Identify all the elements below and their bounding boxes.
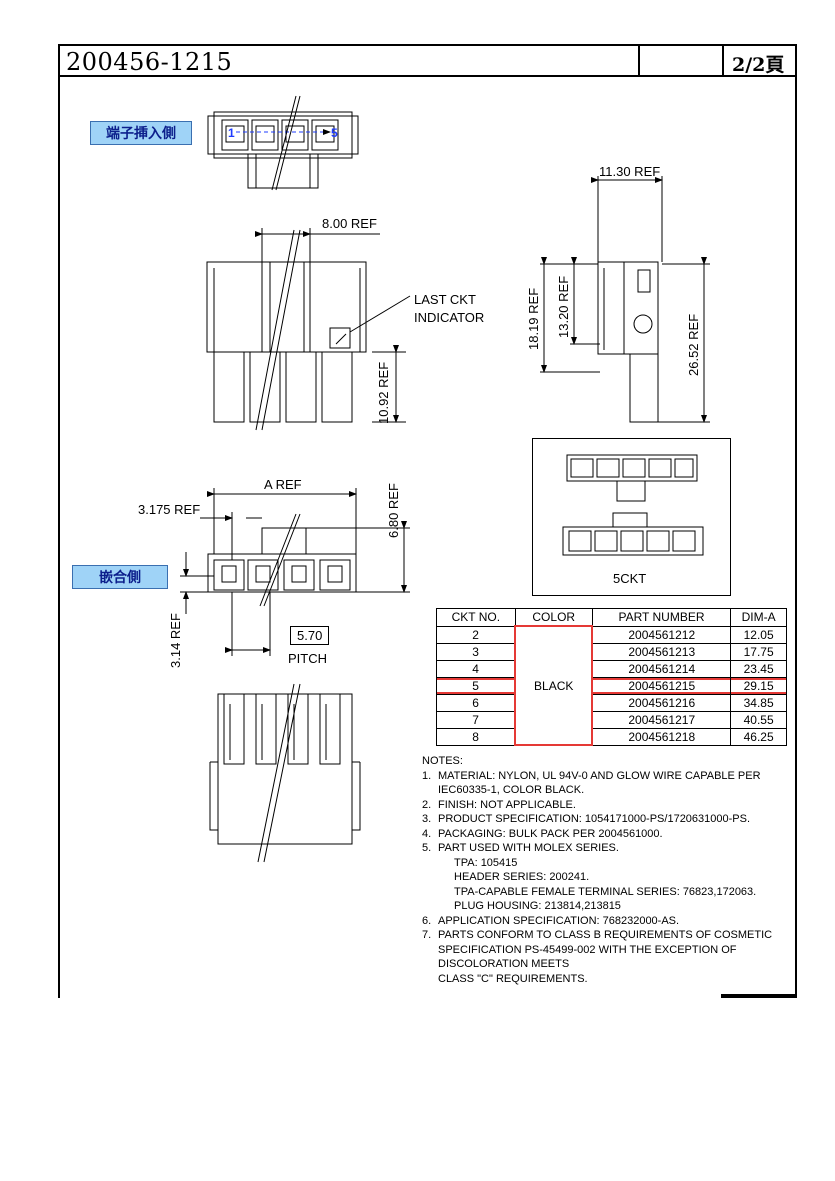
note-number: 2. (422, 798, 432, 811)
note-item: 4. PACKAGING: BULK PACK PER 2004561000. (422, 827, 794, 842)
dim-10-92: 10.92 REF (376, 361, 391, 424)
table-row: 4 2004561214 23.45 (436, 659, 787, 678)
cell-dim: 46.25 (730, 727, 787, 746)
cell-part: 2004561215 (591, 676, 732, 695)
frame-corner-bar (721, 994, 797, 998)
dim-18-19: 18.19 REF (526, 287, 541, 350)
cell-ckt: 6 (436, 693, 516, 712)
front-view (206, 228, 411, 431)
cell-ckt: 8 (436, 727, 516, 746)
side-view (540, 176, 710, 423)
note-number: 4. (422, 827, 432, 840)
cell-part: 2004561218 (591, 727, 732, 746)
note-item: 5. PART USED WITH MOLEX SERIES. (422, 841, 794, 856)
drawing-number: 200456-1215 (66, 48, 233, 76)
dim-6-80: 6.80 REF (386, 483, 401, 538)
note-subitem: HEADER SERIES: 200241. (454, 871, 590, 883)
cell-ckt: 5 (436, 676, 516, 695)
cell-dim: 23.45 (730, 659, 787, 678)
header-divider (722, 46, 724, 75)
mating-side-tag: 嵌合側 (72, 565, 168, 589)
dim-3-175: 3.175 REF (138, 502, 201, 517)
cell-ckt: 4 (436, 659, 516, 678)
dim-13-20: 13.20 REF (556, 275, 571, 338)
cell-dim: 40.55 (730, 710, 787, 729)
cell-ckt: 7 (436, 710, 516, 729)
dim-11-30: 11.30 REF (599, 164, 661, 179)
cell-part: 2004561213 (591, 642, 732, 661)
note-subitem: PLUG HOUSING: 213814,213815 (454, 900, 621, 912)
note-text: APPLICATION SPECIFICATION: 768232000-AS. (438, 914, 680, 927)
cell-dim: 17.75 (730, 642, 787, 661)
dim-26-52: 26.52 REF (686, 313, 701, 376)
note-number: 6. (422, 914, 432, 927)
cell-color: BLACK (514, 625, 594, 746)
circuit-index-last: 5 (331, 126, 338, 140)
note-number: 7. (422, 929, 432, 941)
note-subitem: TPA: 105415 (454, 856, 518, 869)
dim-3-14: 3.14 REF (168, 613, 183, 668)
note-subitem: TPA-CAPABLE FEMALE TERMINAL SERIES: 7682… (454, 885, 757, 898)
note-text: PARTS CONFORM TO CLASS B REQUIREMENTS OF… (438, 929, 773, 970)
cell-dim: 34.85 (730, 693, 787, 712)
note-number: 3. (422, 813, 432, 825)
bottom-view (209, 683, 361, 863)
dim-a-ref: A REF (264, 477, 302, 492)
cell-dim: 12.05 (730, 625, 787, 644)
note-text: CLASS "C" REQUIREMENTS. (438, 972, 588, 985)
col-part-number: PART NUMBER (591, 608, 732, 627)
col-color: COLOR (514, 608, 593, 627)
table-row: 7 2004561217 40.55 (436, 710, 787, 729)
pitch-value: 5.70 (290, 626, 330, 645)
title-block: 200456-1215 2/2頁 (58, 44, 797, 77)
note-text: PACKAGING: BULK PACK PER 2004561000. (438, 827, 663, 840)
table-row: 6 2004561216 34.85 (436, 693, 787, 712)
note-text: FINISH: NOT APPLICABLE. (438, 798, 576, 811)
top-view (207, 95, 359, 191)
isometric-view-panel: 5CKT (532, 438, 731, 596)
circuit-index-first: 1 (228, 126, 235, 140)
note-item: 2. FINISH: NOT APPLICABLE. (422, 798, 794, 813)
notes-title: NOTES: (422, 755, 463, 767)
cell-part: 2004561212 (591, 625, 732, 644)
col-dim-a: DIM-A (730, 608, 787, 627)
cell-ckt: 2 (436, 625, 516, 644)
last-ckt-label: LAST CKT (414, 292, 476, 307)
note-text: PRODUCT SPECIFICATION: 1054171000-PS/172… (438, 813, 751, 825)
isometric-drawing (562, 454, 704, 556)
note-item: 3. PRODUCT SPECIFICATION: 1054171000-PS/1… (422, 812, 794, 827)
cell-part: 2004561216 (591, 693, 732, 712)
note-text: MATERIAL: NYLON, UL 94V-0 AND GLOW WIRE … (438, 769, 761, 797)
note-item: 1. MATERIAL: NYLON, UL 94V-0 AND GLOW WIR… (422, 769, 794, 798)
note-item: 6. APPLICATION SPECIFICATION: 768232000-A… (422, 914, 794, 929)
note-text: PART USED WITH MOLEX SERIES. (438, 842, 619, 854)
terminal-side-tag: 端子挿入側 (90, 121, 192, 145)
table-row: 3 2004561213 17.75 (436, 642, 787, 661)
iso-caption: 5CKT (613, 571, 647, 586)
pitch-label: PITCH (288, 651, 327, 666)
note-item: 7. PARTS CONFORM TO CLASS B REQUIREMENTS … (422, 928, 794, 972)
table-row: 8 2004561218 46.25 (436, 727, 787, 746)
notes-section: NOTES: 1. MATERIAL: NYLON, UL 94V-0 AND G… (422, 754, 794, 986)
cell-ckt: 3 (436, 642, 516, 661)
note-number: 5. (422, 842, 432, 854)
cell-part: 2004561217 (591, 710, 732, 729)
col-ckt-no: CKT NO. (436, 608, 516, 627)
header-divider (638, 46, 640, 75)
dim-8-00: 8.00 REF (322, 216, 377, 231)
circuit-table: CKT NO. COLOR PART NUMBER DIM-A 2 BLACK … (436, 608, 787, 746)
cell-dim: 29.15 (730, 676, 787, 695)
mating-view (180, 488, 410, 656)
indicator-label: INDICATOR (414, 310, 485, 325)
table-row-highlighted: 5 2004561215 29.15 (436, 676, 787, 695)
table-header-row: CKT NO. COLOR PART NUMBER DIM-A (436, 608, 787, 627)
note-number: 1. (422, 769, 432, 782)
table-row: 2 BLACK 2004561212 12.05 (436, 625, 787, 746)
page-number: 2/2頁 (732, 54, 785, 76)
note-item-continued: CLASS "C" REQUIREMENTS. (422, 972, 794, 987)
cell-part: 2004561214 (591, 659, 732, 678)
